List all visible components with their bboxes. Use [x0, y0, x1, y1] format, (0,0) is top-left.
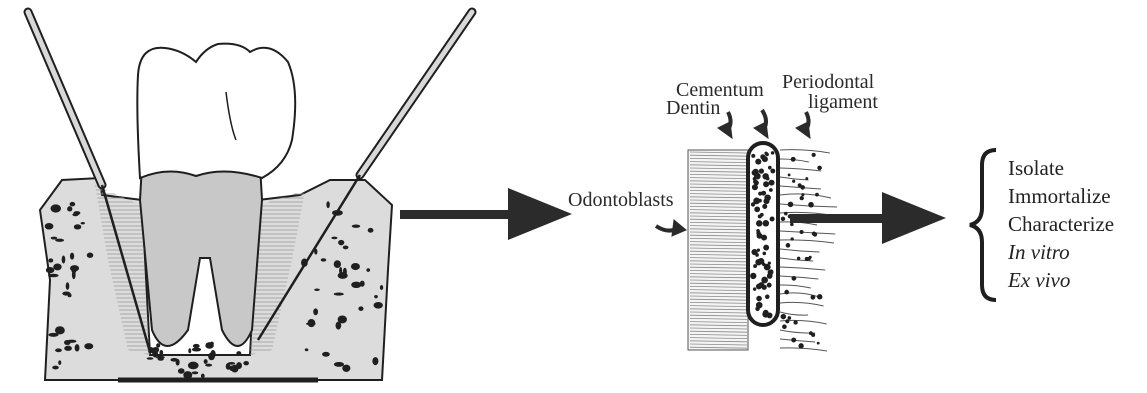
periodontal-label-line1: Periodontal [782, 72, 874, 92]
arrow-to-steps [790, 192, 946, 244]
tooth-crown [137, 44, 295, 178]
steps-brace [970, 150, 996, 300]
step-ex-vivo: Ex vivo [1008, 270, 1070, 291]
dentin-label: Dentin [666, 98, 720, 118]
step-isolate: Isolate [1008, 158, 1064, 179]
tissue-section [688, 143, 837, 351]
step-in-vitro: In vitro [1008, 242, 1070, 263]
step-characterize: Characterize [1008, 214, 1114, 235]
step-immortalize: Immortalize [1008, 186, 1111, 207]
periodontal-label-line2: ligament [808, 92, 878, 112]
tooth-root [140, 165, 262, 346]
arrow-to-tissue [400, 188, 572, 240]
odontoblasts-label: Odontoblasts [568, 190, 674, 210]
tooth-extraction-illustration [28, 12, 472, 380]
odontoblasts-pointer [656, 220, 686, 236]
periodontal-pointer [796, 112, 810, 138]
dentin-pointer [754, 110, 768, 138]
